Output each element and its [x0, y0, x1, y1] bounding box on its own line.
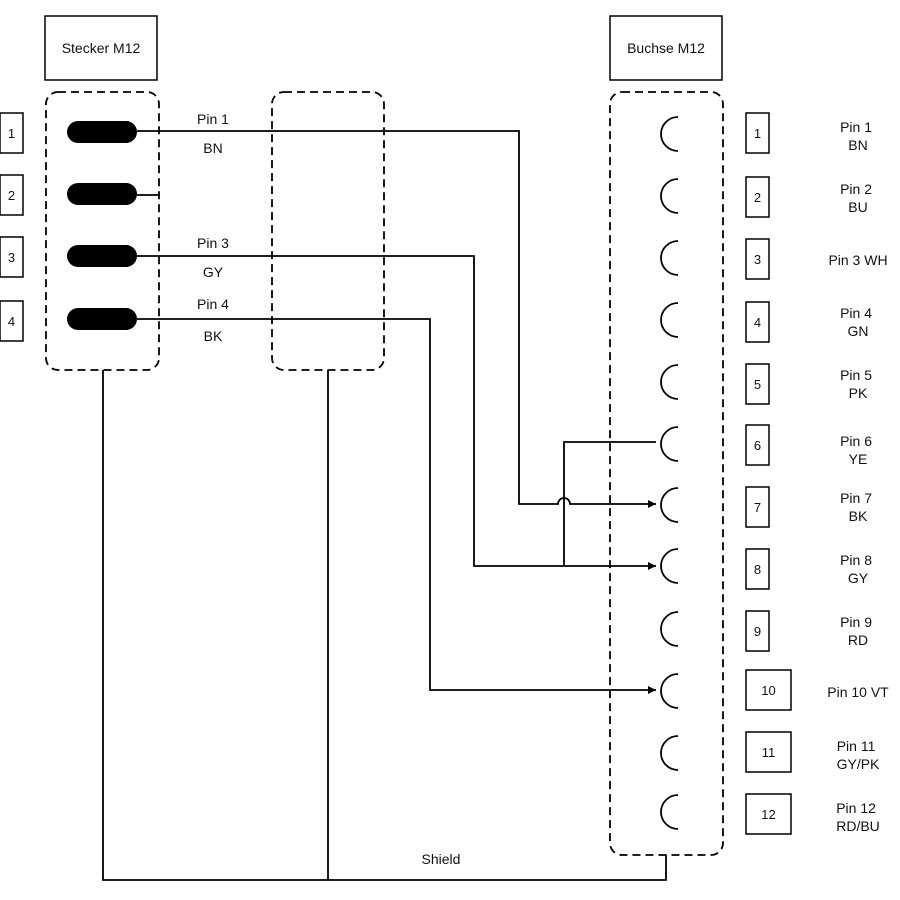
socket-contact-5 [660, 364, 679, 400]
socket-pin-label-7: Pin 7 BK [840, 490, 876, 524]
socket-header: Buchse M12 [609, 15, 723, 81]
plug-housing [45, 91, 160, 371]
svg-text:10: 10 [761, 683, 775, 698]
socket-pin-label-8: Pin 8 GY [840, 552, 876, 586]
svg-text:5: 5 [754, 377, 761, 392]
socket-contact-6 [660, 426, 679, 462]
wire-pin-4 [137, 318, 656, 694]
socket-contact-12 [660, 794, 679, 830]
socket-pin-number-2: 2 [745, 176, 770, 218]
socket-pin-number-1: 1 [745, 112, 770, 154]
wire-1-color: BN [203, 140, 222, 156]
svg-text:11: 11 [762, 745, 776, 760]
wire-4-label: Pin 4 [197, 296, 229, 312]
socket-pin-number-11: 11 [745, 731, 792, 773]
socket-contact-11 [660, 735, 679, 771]
socket-pin-label-1: Pin 1 BN [840, 119, 876, 153]
wire-4-color: BK [204, 328, 223, 344]
socket-pin-number-4: 4 [745, 301, 770, 343]
plug-pin-number-1: 1 [0, 112, 24, 154]
socket-pin-label-3: Pin 3 WH [828, 252, 887, 268]
socket-pin-number-5: 5 [745, 363, 770, 405]
svg-text:4: 4 [8, 314, 15, 329]
socket-contact-3 [660, 240, 679, 276]
cable-sleeve [271, 91, 385, 371]
svg-text:2: 2 [754, 190, 761, 205]
socket-contact-2 [660, 178, 679, 214]
plug-pin-number-3: 3 [0, 236, 24, 278]
svg-text:3: 3 [8, 250, 15, 265]
plug-header: Stecker M12 [44, 15, 158, 81]
svg-text:1: 1 [8, 126, 15, 141]
plug-title: Stecker M12 [62, 40, 141, 56]
wire-3-color: GY [203, 264, 224, 280]
socket-contact-9 [660, 611, 679, 647]
socket-pin-label-6: Pin 6 YE [840, 433, 876, 467]
socket-pin-number-6: 6 [745, 424, 770, 466]
socket-pin-number-9: 9 [745, 610, 770, 652]
svg-text:8: 8 [754, 562, 761, 577]
socket-contact-7 [660, 487, 679, 523]
socket-title: Buchse M12 [627, 40, 705, 56]
plug-pin-number-4: 4 [0, 300, 24, 342]
socket-contact-8 [660, 548, 679, 584]
svg-text:2: 2 [8, 188, 15, 203]
socket-contact-1 [660, 116, 679, 152]
socket-housing [609, 91, 724, 856]
socket-contact-10 [660, 673, 679, 709]
socket-pin-number-12: 12 [745, 793, 792, 835]
shield-wire [102, 370, 667, 881]
plug-pin-2 [67, 183, 137, 205]
svg-text:12: 12 [761, 807, 775, 822]
svg-text:7: 7 [754, 500, 761, 515]
wire-pin-3 [137, 255, 656, 570]
svg-text:1: 1 [754, 126, 761, 141]
socket-pin-number-3: 3 [745, 238, 770, 280]
socket-pin-label-5: Pin 5 PK [840, 367, 876, 401]
socket-pin-number-8: 8 [745, 548, 770, 590]
svg-text:9: 9 [754, 624, 761, 639]
socket-pin-label-12: Pin 12 RD/BU [836, 800, 880, 834]
plug-pin-1 [67, 121, 137, 143]
socket-pin-label-4: Pin 4 GN [840, 305, 876, 339]
wire-3-label: Pin 3 [197, 235, 229, 251]
shield-label: Shield [422, 851, 461, 867]
wire-1-label: Pin 1 [197, 111, 229, 127]
svg-text:4: 4 [754, 315, 761, 330]
svg-text:6: 6 [754, 438, 761, 453]
wire-pin-1 [137, 130, 656, 508]
socket-pin-number-7: 7 [745, 486, 770, 528]
socket-pin-label-2: Pin 2 BU [840, 181, 876, 215]
socket-pin-label-11: Pin 11 GY/PK [837, 738, 880, 772]
socket-pin-number-10: 10 [745, 669, 792, 711]
svg-text:3: 3 [754, 252, 761, 267]
bridge-pin-6-pin-8 [563, 441, 656, 566]
socket-pin-label-10: Pin 10 VT [827, 684, 889, 700]
plug-pin-4 [67, 308, 137, 330]
socket-pin-label-9: Pin 9 RD [840, 614, 876, 648]
socket-contact-4 [660, 302, 679, 338]
plug-pin-number-2: 2 [0, 174, 24, 216]
plug-pin-3 [67, 245, 137, 267]
